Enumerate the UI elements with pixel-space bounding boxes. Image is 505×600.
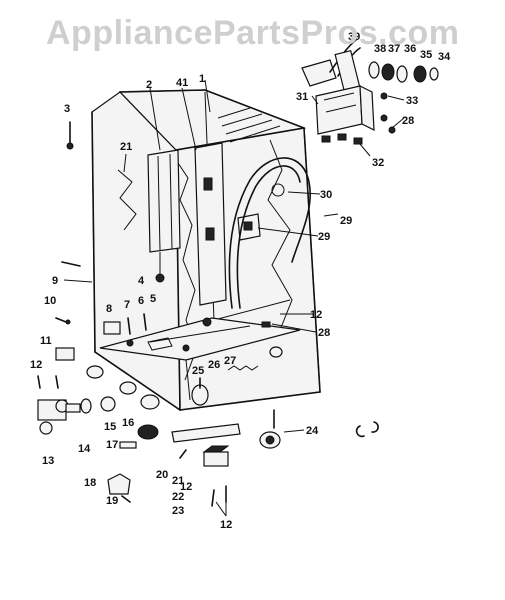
callout-14: 14	[78, 443, 91, 455]
callout-15: 15	[104, 421, 116, 433]
pump-assembly	[301, 39, 439, 145]
callout-17: 17	[106, 439, 118, 451]
loose-parts-left	[37, 121, 173, 503]
drain-hose	[228, 157, 311, 309]
casters	[86, 346, 283, 410]
callout-21-a: 21	[120, 141, 132, 153]
callout-1: 1	[199, 73, 205, 85]
center-brace-part	[194, 142, 227, 306]
callout-13: 13	[42, 455, 54, 467]
callout-27: 27	[224, 355, 236, 367]
callout-31: 31	[296, 91, 308, 103]
base-frame	[99, 317, 301, 401]
callout-18: 18	[84, 477, 96, 489]
callout-8: 8	[106, 303, 112, 315]
callout-5: 5	[150, 293, 156, 305]
callout-12-b: 12	[310, 309, 322, 321]
callout-28-b: 28	[402, 115, 414, 127]
callout-25: 25	[192, 365, 204, 377]
callout-20: 20	[156, 469, 168, 481]
front-channel-part	[147, 149, 181, 253]
callout-12-c: 12	[180, 481, 192, 493]
callout-29-a: 29	[340, 215, 352, 227]
callout-37: 37	[388, 43, 400, 55]
callout-19: 19	[106, 495, 118, 507]
top-braces	[217, 107, 281, 143]
callout-7: 7	[124, 299, 130, 311]
leveling-foot-part	[191, 365, 259, 406]
callout-12-a: 12	[30, 359, 42, 371]
callout-21-b: 21	[172, 475, 184, 487]
callout-16: 16	[122, 417, 134, 429]
callout-10: 10	[44, 295, 56, 307]
callout-36: 36	[404, 43, 416, 55]
loose-parts-bottom	[171, 321, 379, 507]
leader-lines	[63, 79, 405, 517]
callout-26: 26	[208, 359, 220, 371]
callout-6: 6	[138, 295, 144, 307]
callout-23: 23	[172, 505, 184, 517]
callout-24: 24	[306, 425, 319, 437]
callout-labels: 1 2 3 4 5 6 7 8 9 10 11 12 12 12 12 13 1…	[30, 31, 451, 531]
callout-11: 11	[40, 335, 52, 347]
callout-34: 34	[438, 51, 451, 63]
callout-28-a: 28	[318, 327, 330, 339]
callout-38: 38	[374, 43, 386, 55]
callout-3: 3	[64, 103, 70, 115]
callout-12-d: 12	[220, 519, 232, 531]
callout-32: 32	[372, 157, 384, 169]
callout-22: 22	[172, 491, 184, 503]
callout-39: 39	[348, 31, 360, 43]
callout-30: 30	[320, 189, 332, 201]
callout-41: 41	[176, 77, 188, 89]
callout-4: 4	[138, 275, 145, 287]
callout-35: 35	[420, 49, 432, 61]
callout-33: 33	[406, 95, 418, 107]
callout-9: 9	[52, 275, 58, 287]
site-watermark: AppliancePartsPros.com	[46, 14, 460, 52]
callout-2: 2	[146, 79, 152, 91]
callout-29-b: 29	[318, 231, 330, 243]
